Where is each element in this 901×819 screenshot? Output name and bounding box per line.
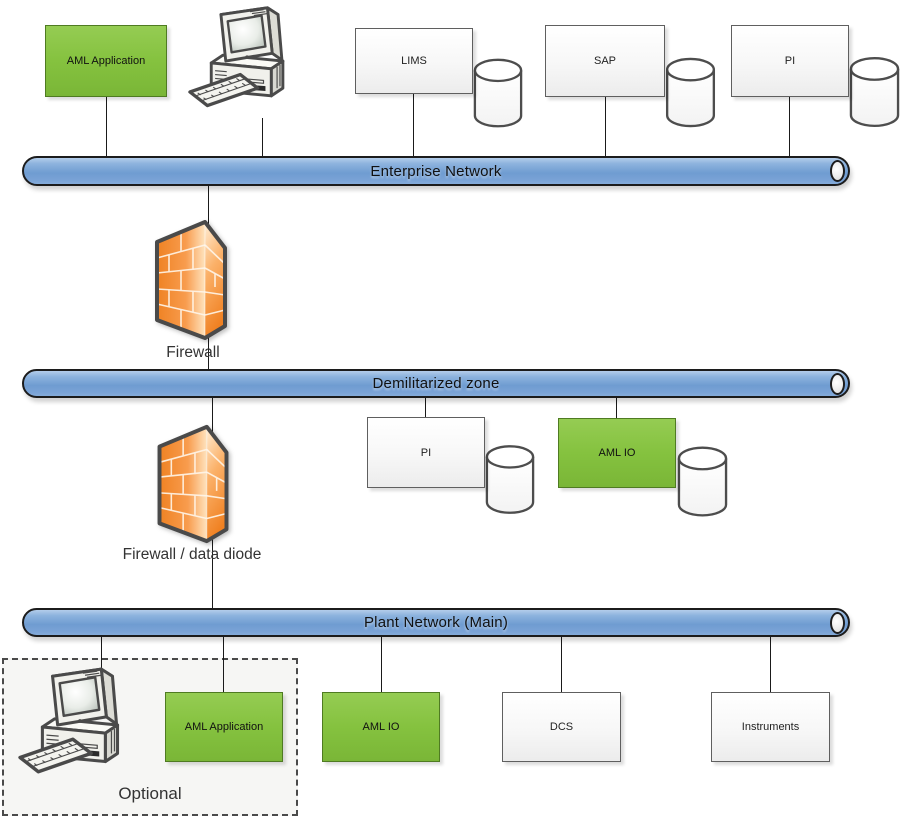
workstation-icon bbox=[16, 662, 148, 789]
node-instruments: Instruments bbox=[711, 692, 830, 762]
connector-line bbox=[561, 637, 562, 692]
connector-line bbox=[605, 97, 606, 156]
pipe-endcap-icon bbox=[830, 160, 845, 182]
connector-line bbox=[789, 94, 790, 156]
connector-line bbox=[223, 637, 224, 692]
node-lims: LIMS bbox=[355, 28, 473, 94]
database-icon bbox=[472, 57, 524, 130]
node-label: Instruments bbox=[741, 721, 800, 733]
node-label: LIMS bbox=[401, 55, 427, 67]
network-label: Plant Network (Main) bbox=[363, 614, 509, 631]
database-icon bbox=[676, 445, 729, 519]
connector-line bbox=[381, 637, 382, 692]
node-label: PI bbox=[420, 446, 432, 459]
connector-line bbox=[425, 398, 426, 417]
network-pipe-dmz: Demilitarized zone bbox=[22, 369, 850, 398]
node-label: AML Application bbox=[184, 721, 264, 733]
node-label: SAP bbox=[593, 55, 616, 67]
connector-line bbox=[770, 637, 771, 692]
network-pipe-enterprise: Enterprise Network bbox=[22, 156, 850, 186]
firewall-label: Firewall bbox=[166, 344, 220, 361]
node-label: AML IO bbox=[598, 447, 636, 459]
connector-line bbox=[101, 637, 102, 695]
firewall-label: Firewall / data diode bbox=[122, 546, 262, 563]
database-icon bbox=[484, 444, 536, 516]
pipe-endcap-icon bbox=[830, 372, 845, 395]
node-aml-io-dmz: AML IO bbox=[558, 418, 676, 488]
node-label: AML Application bbox=[66, 55, 146, 67]
firewall-icon bbox=[151, 212, 231, 346]
node-label: DCS bbox=[549, 721, 574, 733]
node-pi-dmz: PI bbox=[367, 417, 485, 488]
node-aml-application-enterprise: AML Application bbox=[45, 25, 167, 97]
pipe-endcap-icon bbox=[830, 611, 845, 634]
node-aml-io-plant: AML IO bbox=[322, 692, 440, 762]
optional-group-label: Optional bbox=[118, 784, 182, 803]
network-pipe-plant: Plant Network (Main) bbox=[22, 608, 850, 637]
connector-line bbox=[616, 398, 617, 418]
network-label: Demilitarized zone bbox=[372, 375, 500, 392]
workstation-icon bbox=[186, 1, 312, 122]
connector-line bbox=[413, 94, 414, 156]
firewall-icon bbox=[153, 417, 233, 549]
node-dcs: DCS bbox=[502, 692, 621, 762]
node-pi-enterprise: PI bbox=[731, 25, 849, 97]
database-icon bbox=[664, 57, 717, 129]
connector-line bbox=[262, 118, 263, 156]
node-label: AML IO bbox=[362, 721, 400, 733]
node-sap: SAP bbox=[545, 25, 665, 97]
connector-line bbox=[106, 97, 107, 156]
database-icon bbox=[848, 56, 901, 129]
node-aml-application-plant: AML Application bbox=[165, 692, 283, 762]
node-label: PI bbox=[784, 55, 796, 67]
network-label: Enterprise Network bbox=[370, 162, 502, 180]
